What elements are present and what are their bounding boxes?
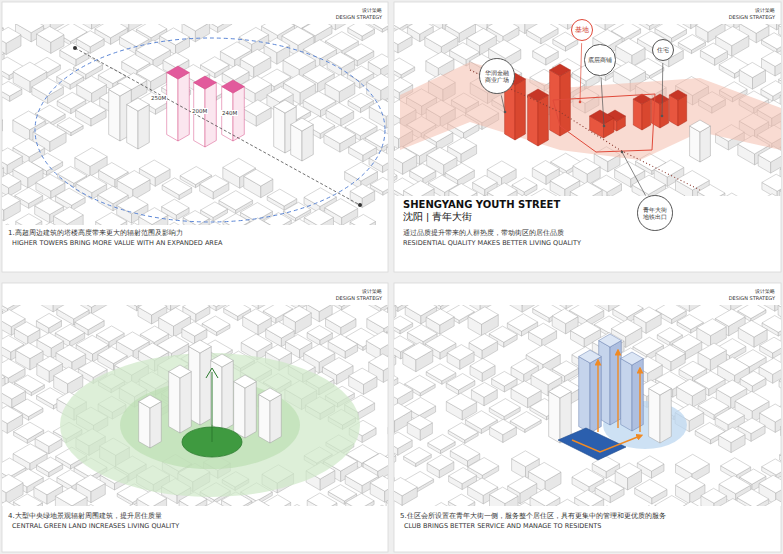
callout-text: 华润金融商业广场 [484, 69, 510, 83]
annotation-text: DESIGN STRATEGY [729, 15, 775, 21]
annotation-text: 设计策略 [362, 8, 382, 14]
annotation-text: 4.大型中央绿地景观辐射周围建筑，提升居住质量 [8, 512, 162, 520]
annotation-text: 240M [221, 110, 238, 116]
annotation-text: 沈阳 | 青年大街 [403, 212, 472, 223]
callout-circle: 住宅 [652, 39, 674, 61]
callout-circle: 青年大街地铁出口 [637, 195, 673, 231]
callout-text: 青年大街地铁出口 [642, 206, 668, 220]
callout-text: 基地 [575, 26, 589, 34]
annotation-text: 1.高超周边建筑的塔楼高度带来更大的辐射范围及影响力 [8, 229, 183, 237]
annotation-text: 设计策略 [755, 8, 775, 14]
annotation-text: 5.住区会所设置在青年大街一侧，服务整个居住区，具有更集中的管理和更优质的服务 [400, 512, 666, 520]
annotation-text: RESIDENTIAL QUALITY MAKES BETTER LIVING … [403, 240, 581, 247]
annotation-text: 200M [191, 108, 208, 114]
annotation-text: 250M [150, 95, 167, 101]
annotation-text: DESIGN STRATEGY [336, 296, 382, 302]
callout-circle: 基地 [571, 19, 593, 41]
annotation-text: 设计策略 [755, 289, 775, 295]
callout-text: 住宅 [657, 46, 669, 53]
leader-line [601, 77, 604, 126]
annotation-text: DESIGN STRATEGY [336, 15, 382, 21]
leader-line [580, 43, 582, 102]
leader-line [662, 63, 664, 116]
callout-circle: 底层商铺 [584, 44, 615, 75]
annotation-text: HIGHER TOWERS BRING MORE VALUE WITH AN E… [12, 240, 222, 247]
callout-text: 底层商铺 [588, 56, 612, 63]
annotation-text: CENTRAL GREEN LAND INCREASES LIVING QUAL… [12, 523, 179, 530]
callout-circle: 华润金融商业广场 [479, 58, 515, 94]
leader-line [501, 95, 505, 112]
annotation-text: CLUB BRINGS BETTER SERVICE AND MANAGE TO… [404, 523, 601, 530]
annotation-text: 通过品质提升带来的人群热度，带动街区的居住品质 [403, 229, 564, 237]
leader-line [622, 152, 646, 196]
annotation-text: 设计策略 [362, 289, 382, 295]
panel-title: SHENGYANG YOUTH STREET [403, 199, 560, 211]
annotation-text: DESIGN STRATEGY [729, 296, 775, 302]
